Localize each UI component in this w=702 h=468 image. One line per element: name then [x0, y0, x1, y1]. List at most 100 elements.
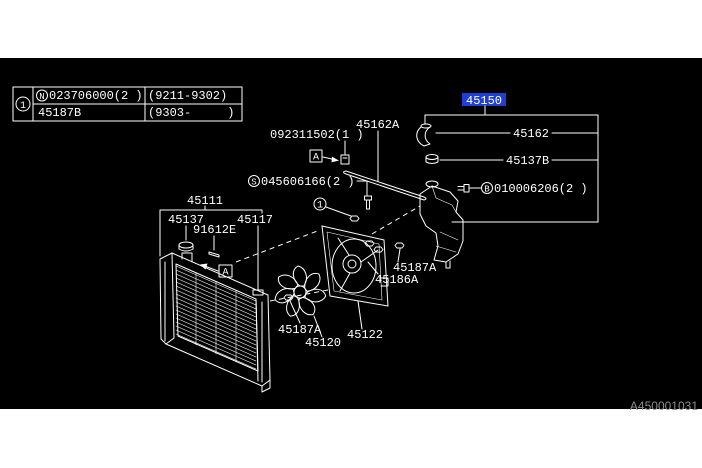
- guide-line-radiator-upper: [235, 229, 321, 263]
- shroud-nut-2: [373, 246, 384, 253]
- leader-045606166: [356, 180, 368, 196]
- shroud-nut-3: [394, 242, 405, 249]
- callout-45137[interactable]: 45137: [168, 213, 204, 227]
- fan-motor-housing: [342, 254, 362, 274]
- note-b-circle: [481, 182, 493, 194]
- callout-45187A-lower[interactable]: 45187A: [278, 323, 322, 337]
- table-row2-part: 45187B: [38, 106, 81, 120]
- table-note-n-circle: [36, 89, 48, 102]
- ref-a-bottom-box: [218, 264, 233, 278]
- filler-hose-body: [416, 126, 431, 147]
- callout-45187A-upper[interactable]: 45187A: [393, 261, 437, 275]
- ref-a-bottom: A: [200, 263, 233, 279]
- table-row2-period: (9303- ): [148, 106, 234, 120]
- fan-hub-nut: [283, 294, 294, 301]
- table-grid: [12, 86, 243, 122]
- note-s-circle: [248, 175, 260, 187]
- callout-45111[interactable]: 45111: [187, 194, 223, 208]
- radiator-seal-part: [208, 251, 220, 258]
- radiator-lower-flange: [261, 379, 271, 393]
- ref-a-top-arrowhead: [331, 156, 339, 163]
- ref-a-bottom-arrow-shaft: [205, 266, 219, 272]
- callout-092311502[interactable]: 092311502(1 ): [270, 128, 364, 142]
- radiator-assembly-bracket: [159, 205, 263, 257]
- fan-hub: [293, 285, 307, 299]
- leader-45187A-lower: [289, 300, 301, 324]
- radiator-cap-part: [178, 241, 194, 252]
- ref-a-top: A: [309, 149, 339, 164]
- ref-a-top-box: [309, 149, 323, 163]
- leader-45120: [313, 315, 323, 338]
- note-b-letter: B: [484, 184, 490, 194]
- clip-part: [340, 154, 350, 165]
- table-ref-number: 1: [20, 101, 26, 112]
- reservoir-cap-body: [425, 156, 439, 164]
- callout-45122[interactable]: 45122: [347, 328, 383, 342]
- callout-010006206[interactable]: B 010006206(2 ): [481, 182, 588, 196]
- reservoir-cap-part: [425, 154, 439, 164]
- radiator-mount-part: [252, 289, 264, 296]
- fan-blade: [277, 274, 299, 290]
- radiator-part: [159, 252, 271, 393]
- callout-45117[interactable]: 45117: [237, 213, 273, 227]
- ref-1-circle: [313, 197, 327, 211]
- callout-45150-label[interactable]: 45150: [466, 94, 502, 108]
- radiator-left-tank: [164, 252, 175, 345]
- radiator-cap-body: [178, 244, 194, 252]
- reservoir-tank-ridges: [431, 185, 459, 253]
- reservoir-tank-part: [419, 180, 464, 269]
- shroud-bolt-part: [364, 195, 372, 210]
- ref-a-bottom-letter: A: [222, 268, 228, 279]
- filler-hose-ring: [420, 123, 432, 129]
- applicability-table: 1 N 023706000(2 ) (9211-9302) 45187B (93…: [12, 86, 243, 122]
- callout-45120[interactable]: 45120: [305, 336, 341, 350]
- callout-45162A[interactable]: 45162A: [356, 118, 400, 132]
- filler-hose-part: [416, 123, 432, 147]
- leader-45122: [357, 300, 363, 330]
- diagram-canvas: [0, 58, 702, 409]
- table-row1-period: (9211-9302): [148, 89, 227, 103]
- fan-shroud-part: [321, 225, 389, 307]
- leader-45187A-upper: [397, 248, 401, 263]
- fan-part: [274, 265, 327, 317]
- callout-91612E[interactable]: 91612E: [193, 223, 236, 237]
- callout-45186A[interactable]: 45186A: [375, 273, 419, 287]
- fan-motor-hub: [347, 259, 357, 269]
- reservoir-tank-neck: [425, 180, 439, 188]
- callout-045606166[interactable]: S 045606166(2 ): [248, 175, 355, 189]
- reservoir-bolt-part: [457, 184, 470, 193]
- fan-shroud-struts: [337, 237, 379, 292]
- stay-rod-part: [343, 170, 427, 201]
- leader-ref-1: [325, 206, 352, 217]
- fan-shroud-tab: [379, 277, 389, 287]
- radiator-core-outline: [175, 263, 259, 372]
- callout-045606166-label[interactable]: 045606166(2 ): [261, 175, 355, 189]
- callout-45137B[interactable]: 45137B: [506, 154, 549, 168]
- fan-shroud-frame: [321, 225, 389, 307]
- guide-line-reservoir: [371, 205, 421, 235]
- radiator-core-fins: [175, 265, 257, 370]
- radiator-frame: [159, 252, 271, 387]
- fan-shroud-opening: [331, 238, 377, 294]
- table-ref-circle: [15, 96, 31, 112]
- callout-45162[interactable]: 45162: [513, 127, 549, 141]
- ref-1-nut-part: [349, 215, 360, 222]
- radiator-filler-neck: [181, 252, 193, 263]
- callout-45150-highlight: [462, 93, 506, 106]
- table-note-n-letter: N: [39, 92, 44, 102]
- callout-010006206-label[interactable]: 010006206(2 ): [494, 182, 588, 196]
- reservoir-tank-nipple: [445, 260, 451, 269]
- ref-a-top-letter: A: [313, 153, 319, 164]
- reservoir-bolt-head: [463, 184, 470, 193]
- callout-45150[interactable]: 45150: [462, 93, 506, 108]
- reservoir-assembly-bracket: [424, 105, 599, 223]
- figure-id: A450001031: [630, 399, 698, 413]
- reservoir-tank-body: [419, 185, 464, 263]
- shroud-nut-1: [364, 240, 375, 247]
- ref-1-marker: 1: [313, 197, 327, 212]
- table-row1-part: 023706000(2 ): [49, 89, 143, 103]
- leader-45186A: [367, 261, 379, 275]
- guide-line-radiator-lower: [269, 289, 329, 302]
- ref-1-number: 1: [317, 201, 323, 212]
